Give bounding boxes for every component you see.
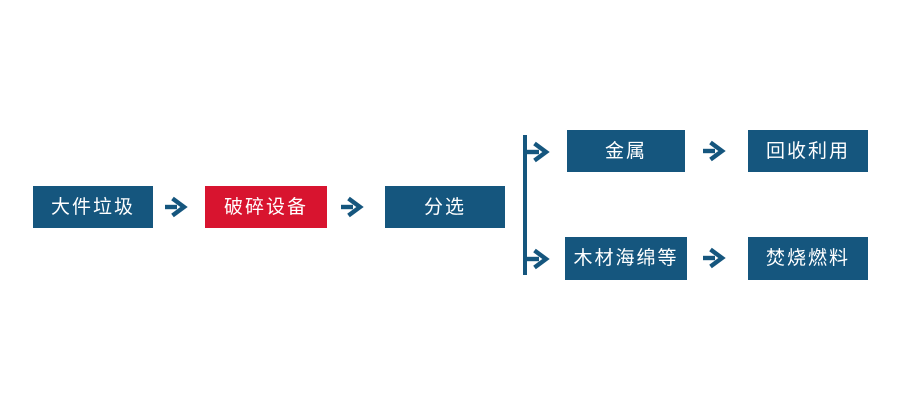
node-recycling: 回收利用: [748, 130, 868, 172]
arrow-right-icon: [526, 140, 550, 164]
arrow-right-icon: [702, 139, 726, 163]
branch-vertical-line: [523, 135, 527, 275]
arrow-right-icon: [702, 246, 726, 270]
arrow-right-icon: [340, 195, 364, 219]
node-sorting: 分选: [385, 186, 505, 228]
arrow-right-icon: [164, 195, 188, 219]
arrow-right-icon: [526, 247, 550, 271]
node-bulky-waste: 大件垃圾: [33, 186, 153, 228]
node-metal: 金属: [567, 130, 685, 172]
node-wood-sponge-etc: 木材海绵等: [565, 237, 687, 280]
node-crushing-equipment: 破碎设备: [205, 186, 327, 228]
node-incineration-fuel: 焚烧燃料: [748, 237, 868, 280]
